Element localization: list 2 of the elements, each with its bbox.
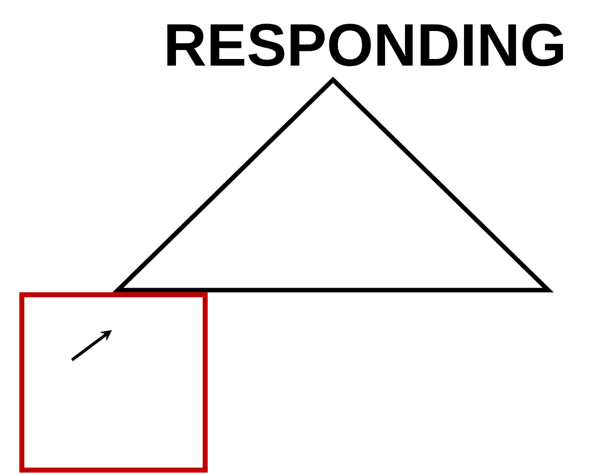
frame-box (19, 292, 208, 473)
title: RESPONDING (167, 24, 563, 66)
